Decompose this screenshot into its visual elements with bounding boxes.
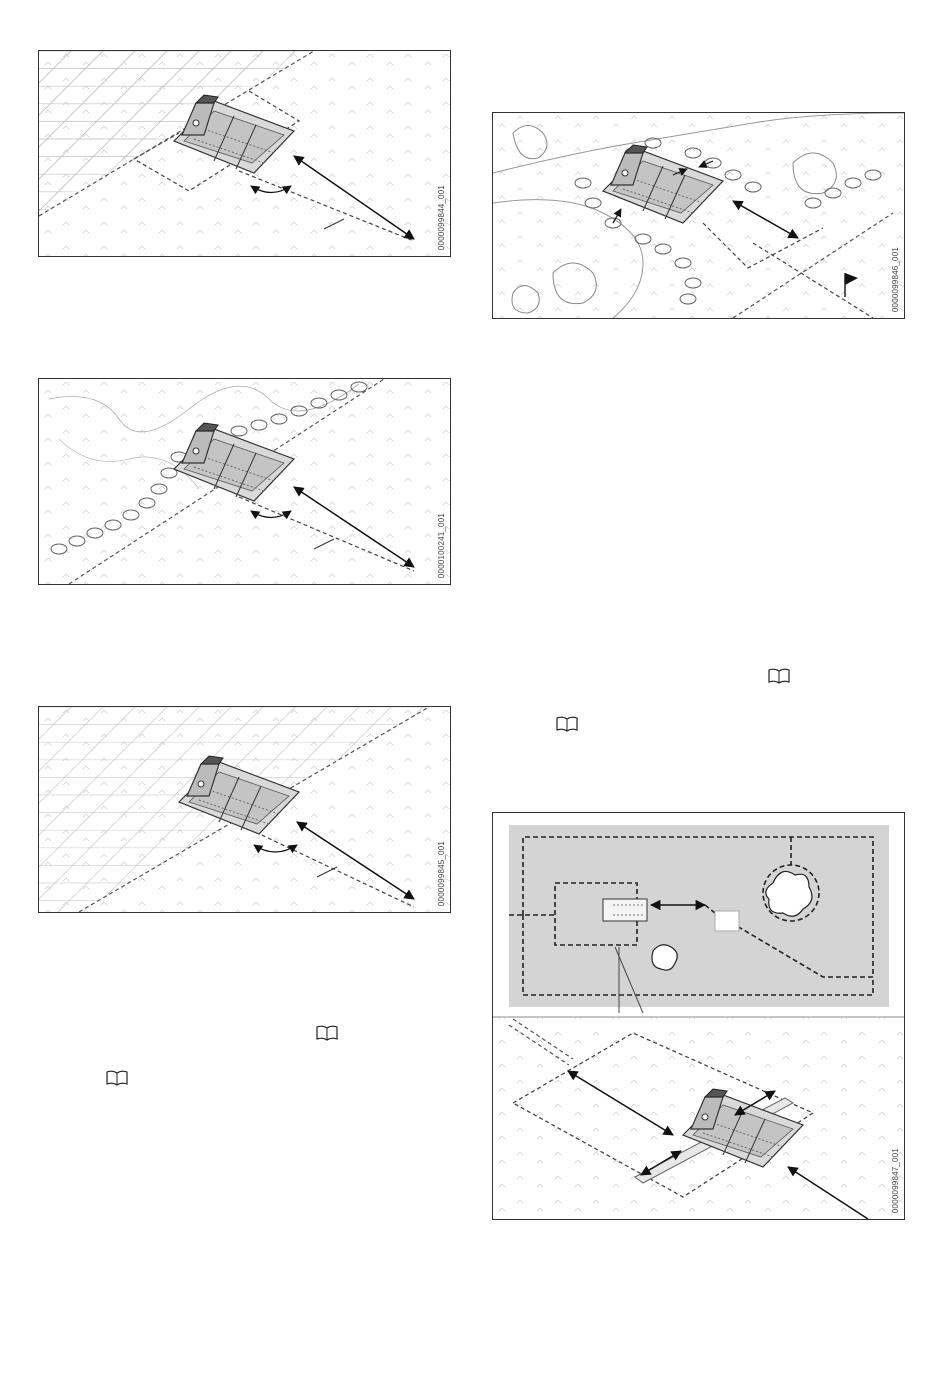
illustration [39, 707, 450, 912]
figure-bed-edging: 0000100241_001 [38, 378, 451, 585]
figure-id: 0000100241_001 [437, 513, 446, 578]
figure-garden-flag: 0000099846_001 [492, 112, 905, 319]
illustration [493, 813, 904, 1219]
book-icon [768, 668, 790, 684]
book-icon [556, 716, 578, 732]
figure-id: 0000099845_001 [437, 841, 446, 906]
figure-id: 0000099847_001 [891, 1148, 900, 1213]
illustration [39, 379, 450, 584]
figure-paving-left: 0000099844_001 [38, 50, 451, 257]
illustration [493, 113, 904, 318]
figure-paving-station: 0000099845_001 [38, 706, 451, 913]
figure-plan-detail: 0000099847_001 [492, 812, 905, 1220]
book-icon [106, 1070, 128, 1086]
book-icon [316, 1025, 338, 1041]
illustration [39, 51, 450, 256]
figure-id: 0000099846_001 [891, 247, 900, 312]
figure-id: 0000099844_001 [437, 185, 446, 250]
